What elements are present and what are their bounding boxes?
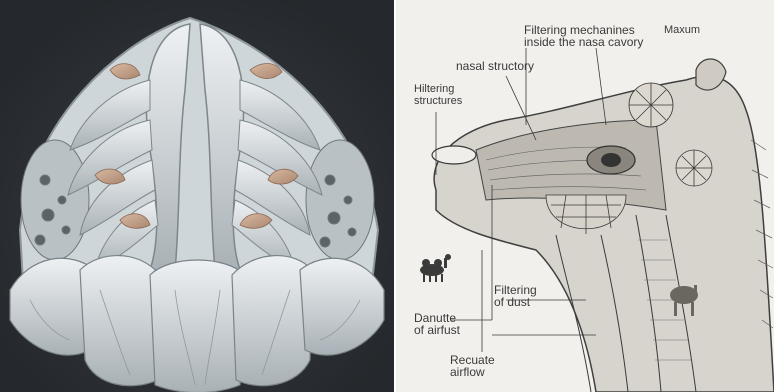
label-nasal-structory: nasal structory [456,60,534,72]
label-filtering-mechanisms: Filtering mechanines inside the nasa cav… [524,24,643,48]
turbinate-sculpture-panel [0,0,394,392]
camel-diagram-panel: Filtering mechanines inside the nasa cav… [396,0,774,392]
filter-disc-top [629,83,673,127]
label-maxum: Maxum [664,24,700,36]
nostril [432,146,476,164]
label-danutte: Danutte of airfust [414,312,460,336]
label-filtering-structures: Hiltering structures [414,83,462,107]
turbinate-sculpture [0,0,394,392]
label-recuate: Recuate airflow [450,354,495,378]
porous-mass-left [21,140,89,260]
porous-mass-right [306,140,374,260]
filter-disc-right [676,150,712,186]
label-filtering-of-dust: Filtering of dust [494,284,537,308]
